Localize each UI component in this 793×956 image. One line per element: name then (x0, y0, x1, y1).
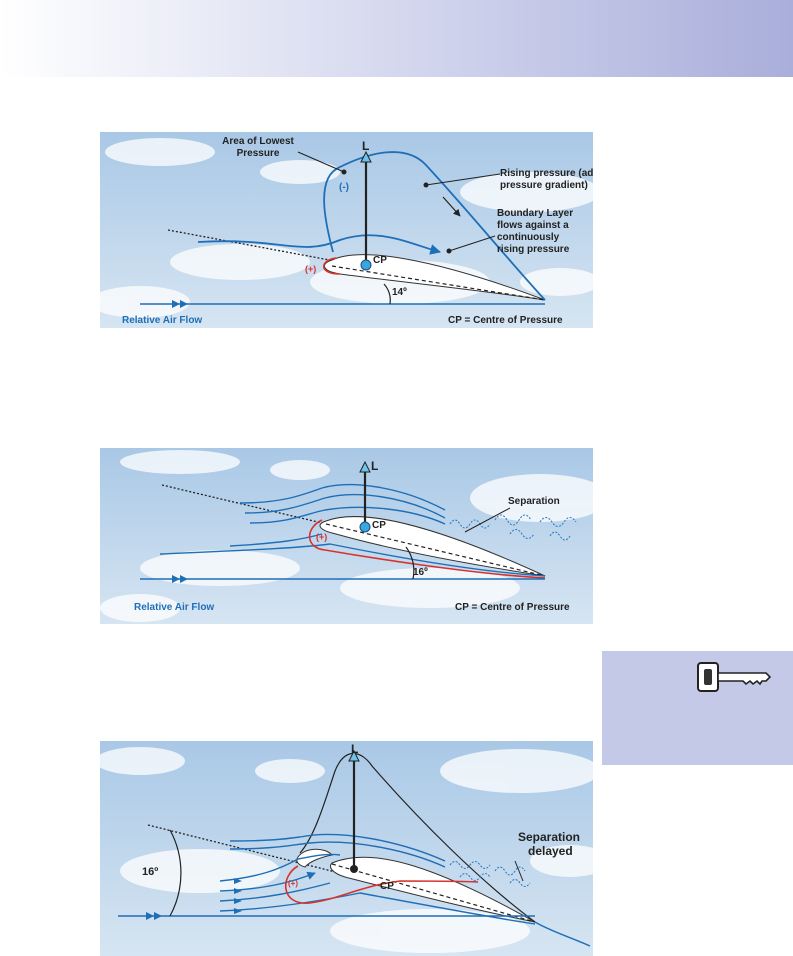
figure-3-svg: L (+) CP Separation delayed 16º (100, 741, 593, 956)
label-bl-4: rising pressure (497, 244, 570, 255)
angle-of-attack-arc (383, 283, 391, 305)
airflow-arrowheads (172, 300, 188, 308)
label-angle: 16º (413, 567, 428, 578)
label-positive: (+) (305, 264, 316, 274)
streamlines (159, 483, 546, 577)
chord-line (325, 523, 546, 577)
separation-turbulence (449, 514, 577, 541)
lowest-pressure-leader (297, 151, 345, 173)
airfoil (324, 254, 546, 301)
label-separation: Separation (518, 830, 580, 844)
pressure-distribution-curve (323, 151, 546, 301)
label-lift: L (362, 139, 369, 153)
key-icon (697, 662, 772, 692)
label-relative-airflow: Relative Air Flow (122, 315, 202, 326)
delayed-separation-turbulence (449, 860, 531, 888)
figure-1-svg: Area of Lowest Pressure L (-) (+) CP Ris… (100, 132, 593, 328)
label-lift: L (371, 459, 378, 473)
figure-2-panel: L (+) CP Separation 16º Relative Air Flo… (100, 448, 593, 624)
separation-delayed-leader (514, 860, 524, 882)
angle-of-attack-arc (405, 546, 415, 580)
boundary-layer-leader (448, 235, 496, 252)
positive-pressure-curve (284, 865, 479, 904)
rising-pressure-leader (425, 173, 501, 186)
airflow-arrowheads (146, 912, 162, 920)
angle-of-attack-arc (169, 829, 182, 917)
lift-arrowhead (348, 749, 360, 762)
label-lowest-pressure-1: Area of Lowest (222, 136, 294, 147)
label-angle: 14º (392, 287, 407, 298)
label-bl-1: Boundary Layer (497, 208, 573, 219)
figure-1-panel: Area of Lowest Pressure L (-) (+) CP Ris… (100, 132, 593, 328)
chord-line (331, 863, 536, 923)
label-bl-3: continuously (497, 232, 560, 243)
key-note-box (602, 651, 793, 765)
figure-3-panel: L (+) CP Separation delayed 16º (100, 741, 593, 956)
label-negative: (-) (339, 182, 349, 193)
centre-of-pressure-dot (360, 259, 372, 271)
positive-pressure-curve (308, 519, 546, 579)
label-relative-airflow: Relative Air Flow (134, 602, 214, 613)
chord-line (331, 265, 546, 301)
label-cp: CP (373, 255, 387, 266)
label-cp: CP (372, 520, 386, 531)
streamlines (219, 833, 536, 925)
header-band (0, 0, 793, 77)
boundary-layer-flow (197, 234, 442, 255)
label-cp: CP (380, 881, 394, 892)
centre-of-pressure-dot (359, 521, 371, 533)
airflow-arrowheads (172, 575, 188, 583)
adverse-gradient-arrow (442, 196, 461, 217)
label-delayed: delayed (528, 844, 573, 858)
airfoil (330, 856, 536, 923)
label-separation: Separation (508, 496, 560, 507)
airfoil (319, 516, 546, 577)
label-cp-definition: CP = Centre of Pressure (455, 602, 570, 613)
label-angle: 16º (142, 866, 158, 878)
pressure-distribution-curve (299, 752, 536, 923)
inflow-arrowheads (234, 878, 242, 914)
label-lift: L (351, 742, 358, 756)
label-positive: (+) (316, 532, 327, 542)
label-rising-1: Rising pressure (adverse (500, 168, 593, 179)
leading-edge-slat (296, 848, 333, 868)
label-positive: (+) (288, 879, 298, 888)
figure-2-svg: L (+) CP Separation 16º Relative Air Flo… (100, 448, 593, 624)
centre-of-pressure-dot (350, 865, 358, 873)
separation-leader (464, 507, 511, 533)
lift-arrowhead (359, 460, 371, 473)
positive-pressure-curve (322, 257, 341, 275)
label-cp-definition: CP = Centre of Pressure (448, 315, 563, 326)
lift-arrowhead (360, 150, 372, 163)
label-lowest-pressure-2: Pressure (237, 148, 280, 159)
clouds (100, 747, 593, 953)
label-rising-2: pressure gradient) (500, 180, 588, 191)
label-bl-2: flows against a (497, 220, 569, 231)
downwash-streamline (534, 921, 591, 947)
